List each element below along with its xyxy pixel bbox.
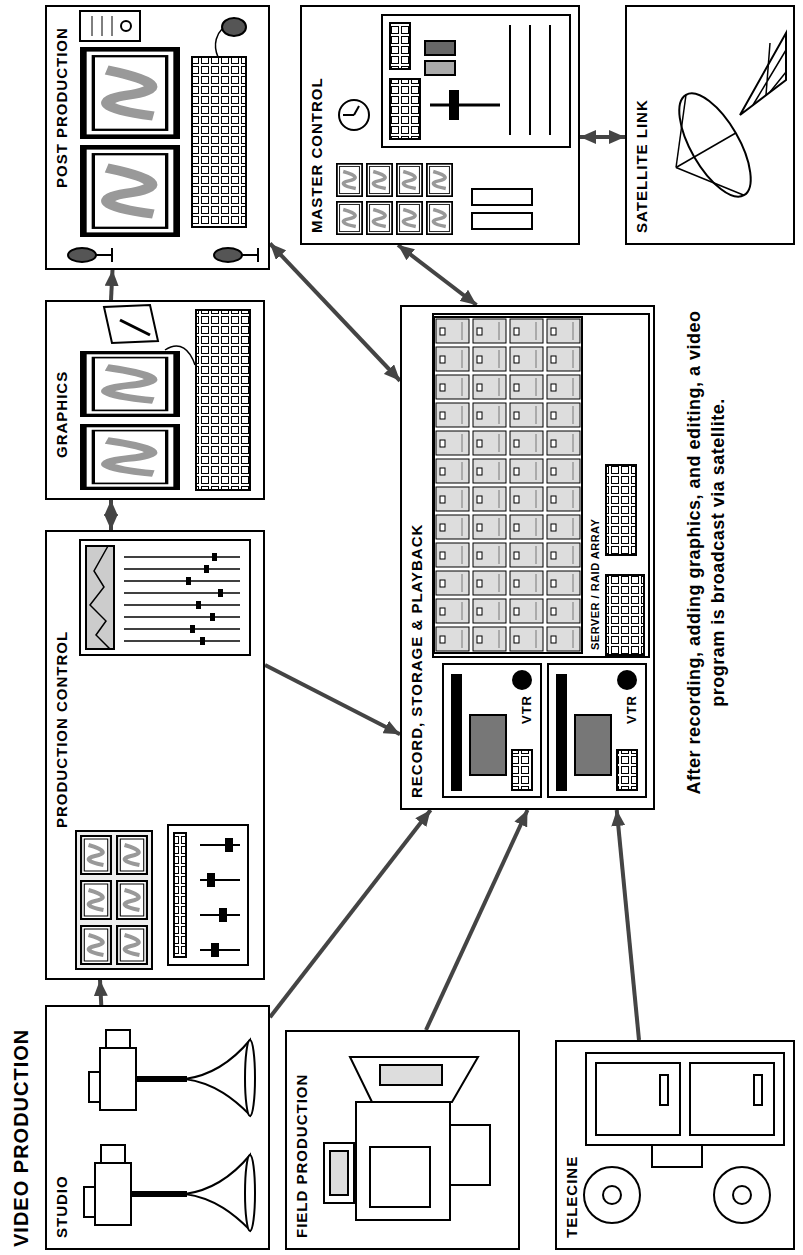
diagram-title: VIDEO PRODUCTION: [10, 1029, 33, 1247]
flow-arrow: [109, 500, 113, 530]
diagram-caption: After recording, adding graphics, and ed…: [682, 300, 730, 805]
device-label: SERVER / RAID ARRAY: [589, 519, 602, 650]
section-heading: TELECINE: [563, 1156, 581, 1238]
section-heading: SATELLITE LINK: [633, 99, 651, 233]
section-heading: RECORD, STORAGE & PLAYBACK: [408, 524, 426, 798]
section-heading: POST PRODUCTION: [53, 27, 71, 188]
section-heading: GRAPHICS: [53, 371, 71, 458]
section-heading: STUDIO: [53, 1175, 71, 1238]
flow-arrow: [100, 980, 101, 1005]
flow-arrow: [580, 135, 625, 139]
vtr-deck: VTR: [547, 663, 647, 798]
flow-arrow: [270, 810, 431, 1017]
section-heading: FIELD PRODUCTION: [293, 1074, 311, 1238]
section-box: POST PRODUCTION: [45, 5, 270, 270]
vtr-deck: VTR: [442, 663, 542, 798]
section-box: PRODUCTION CONTROL: [45, 530, 265, 980]
section-box: FIELD PRODUCTION: [285, 1030, 520, 1250]
section-heading: MASTER CONTROL: [308, 77, 326, 233]
flow-arrow: [617, 810, 639, 1040]
section-box: SATELLITE LINK: [625, 5, 795, 245]
flow-arrow: [270, 244, 400, 381]
flow-arrow: [398, 245, 477, 305]
section-box: MASTER CONTROL: [300, 5, 580, 245]
server-rack: SERVER / RAID ARRAY: [432, 313, 650, 658]
section-box: RECORD, STORAGE & PLAYBACK SERVER / RAID …: [400, 305, 655, 810]
section-box: TELECINE: [555, 1040, 795, 1250]
device-label: VTR: [624, 695, 639, 724]
section-heading: PRODUCTION CONTROL: [53, 631, 71, 828]
flow-arrow: [265, 665, 400, 734]
flow-arrow: [426, 810, 528, 1030]
device-label: VTR: [519, 695, 534, 724]
section-box: STUDIO: [45, 1005, 270, 1250]
section-box: GRAPHICS: [45, 300, 265, 500]
flow-arrow: [111, 270, 113, 300]
